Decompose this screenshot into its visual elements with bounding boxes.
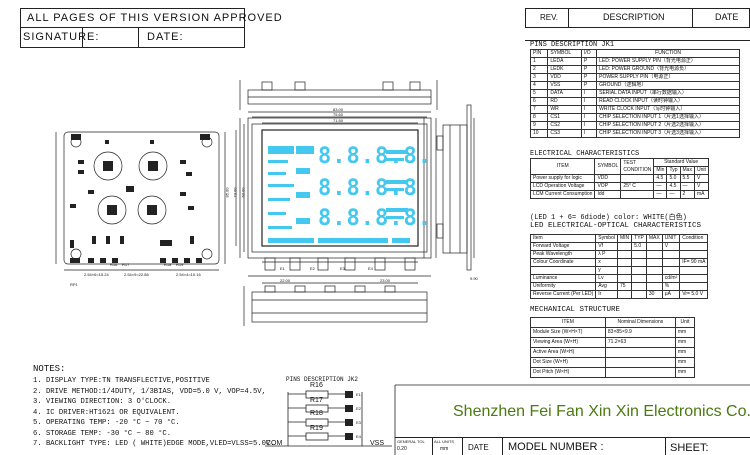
pcb-label-r18: R18 xyxy=(164,262,172,267)
titleblock-div-3 xyxy=(502,437,503,455)
note-item: 3. VIEWING DIRECTION: 3 O'CLOCK. xyxy=(33,398,172,406)
elec-cell: mA xyxy=(693,190,709,199)
led-opt-table: Item Symbol MIN TYP MAX UNIT Condition F… xyxy=(529,234,709,299)
rev-label: REV. xyxy=(540,13,558,22)
elec-cell: 2 xyxy=(679,190,695,199)
jk2-r18: R18 xyxy=(310,410,323,417)
approval-divider xyxy=(20,27,245,28)
kbd-label-e2: E2 xyxy=(310,266,315,271)
mech-cell: mm xyxy=(674,367,696,378)
jk2-r19: R19 xyxy=(310,425,323,432)
jk2-title: PINS DESCRIPTION JK2 xyxy=(286,376,359,383)
note-item: 2. DRIVE METHOD:1/4DUTY, 1/3BIAS, VDD=5.… xyxy=(33,387,266,396)
pcb-label-r19: R19 xyxy=(176,262,184,267)
titleblock-rule xyxy=(395,437,750,438)
jk1-cell: CHIP SELECTION INPUT 3（片选3选择输入） xyxy=(596,129,740,138)
dim-bottom-3: 2.54×4=10.16 xyxy=(176,272,201,277)
tol-value: 0.20 xyxy=(397,446,407,452)
jk1-title: PINS DESCRIPTION JK1 xyxy=(530,41,615,49)
note-item: 5. OPERATING TEMP: -20 °C ~ 70 °C. xyxy=(33,419,180,427)
dim-top-1: 83.00 xyxy=(333,107,344,112)
dim-bottom-5: 23.00 xyxy=(380,278,391,283)
rev-divider-2 xyxy=(692,8,693,28)
dim-top-2: 75.60 xyxy=(333,112,344,117)
kbd-label-e1: E1 xyxy=(280,266,285,271)
electrical-table: ITEM SYMBOL TEST CONDITION Standard Valu… xyxy=(529,158,709,199)
elec-group-row: ITEM SYMBOL TEST CONDITION Standard Valu… xyxy=(529,158,709,175)
date-divider xyxy=(138,27,139,48)
rev-date: DATE xyxy=(715,12,739,22)
model-number: MODEL NUMBER : xyxy=(508,441,604,453)
pcb-label-rp1: RP1 xyxy=(70,282,78,287)
titleblock-date: DATE xyxy=(468,443,489,452)
titleblock-div-4 xyxy=(665,437,666,455)
kbd-label-e4: E4 xyxy=(368,266,373,271)
jk2-e3: E3 xyxy=(356,420,361,425)
jk1-cell: 10 xyxy=(529,129,549,138)
elec-cell: LCM Current Consumption xyxy=(529,190,596,199)
kbd-label-e3: E3 xyxy=(340,266,345,271)
jk2-e1: E1 xyxy=(356,392,361,397)
mech-title: MECHANICAL STRUCTURE xyxy=(530,306,621,314)
approved-text: ALL PAGES OF THIS VERSION APPROVED xyxy=(27,12,283,24)
jk2-r16: R16 xyxy=(310,382,323,389)
titleblock-div-1 xyxy=(432,437,433,455)
units-value: mm xyxy=(440,446,449,452)
lcd-digits-row-2: 8.8.8.8 xyxy=(318,176,418,201)
approval-block xyxy=(20,8,245,48)
dim-bottom-2: 2.54×9=22.86 xyxy=(124,272,149,277)
rev-rule xyxy=(525,40,750,41)
titleblock-div-2 xyxy=(462,437,463,455)
electrical-title: ELECTRICAL CHARACTERISTICS xyxy=(530,150,640,158)
led-cell: Vr= 5.0 V xyxy=(679,290,709,299)
company-name: Shenzhen Fei Fan Xin Xin Electronics Co.… xyxy=(453,403,750,420)
rev-divider-1 xyxy=(568,8,569,28)
pcb-label-r17: R17 xyxy=(122,262,130,267)
mech-table: ITEM Nominal Dimensions Unit Module Size… xyxy=(530,317,696,378)
led-opt-title: LED ELECTRICAL-OPTICAL CHARACTERISTICS xyxy=(530,222,702,230)
rev-description: DESCRIPTION xyxy=(603,12,665,22)
signature-divider xyxy=(82,27,83,48)
lcd-digits-row-3: 8.8.8.8. xyxy=(318,206,432,231)
units-label: ALL UNITS xyxy=(434,439,455,444)
notes-list: 1. DISPLAY TYPE:TN TRANSFLECTIVE,POSITIV… xyxy=(33,376,275,450)
dim-bottom-1: 2.54×6=15.24 xyxy=(84,272,109,277)
jk2-e2: E2 xyxy=(356,406,361,411)
tol-label: GENERAL TOL xyxy=(397,439,425,444)
jk2-vss: VSS xyxy=(370,440,385,447)
note-item: 1. DISPLAY TYPE:TN TRANSFLECTIVE,POSITIV… xyxy=(33,377,210,385)
note-item: 7. BACKLIGHT TYPE: LED ( WHITE)EDGE MODE… xyxy=(33,440,275,448)
jk2-r17: R17 xyxy=(310,397,323,404)
jk2-e4: E4 xyxy=(356,434,361,439)
dim-bottom-4: 22.00 xyxy=(280,278,291,283)
sheet-label: SHEET: xyxy=(670,442,709,454)
jk1-cell: I xyxy=(580,129,598,138)
notes-title: NOTES: xyxy=(33,364,66,374)
signature-label: SIGNATURE: xyxy=(23,31,100,43)
mech-row: Dot Pitch (W×H)mm xyxy=(530,367,696,378)
pcb-label-r16: R16 xyxy=(110,262,118,267)
led-color-line: (LED 1 + 6= 6diode) color: WHITE(白色) xyxy=(530,214,687,222)
led-cell: 30 xyxy=(645,290,663,299)
jk2-com: COM xyxy=(266,440,283,447)
lcd-digits-row-1: 8.8.8.8. xyxy=(318,144,432,169)
date-label: DATE: xyxy=(147,31,184,43)
dim-top-3: 71.50 xyxy=(333,118,344,123)
led-cell xyxy=(616,290,633,299)
dim-bottom-6: 9.90 xyxy=(470,276,478,281)
note-item: 6. STORAGE TEMP: -30 °C ~ 80 °C. xyxy=(33,429,172,438)
note-item: 4. IC DRIVER:HT1621 OR EQUIVALENT. xyxy=(33,408,180,417)
led-cell: Reverse Current (Per LED) xyxy=(529,290,597,299)
